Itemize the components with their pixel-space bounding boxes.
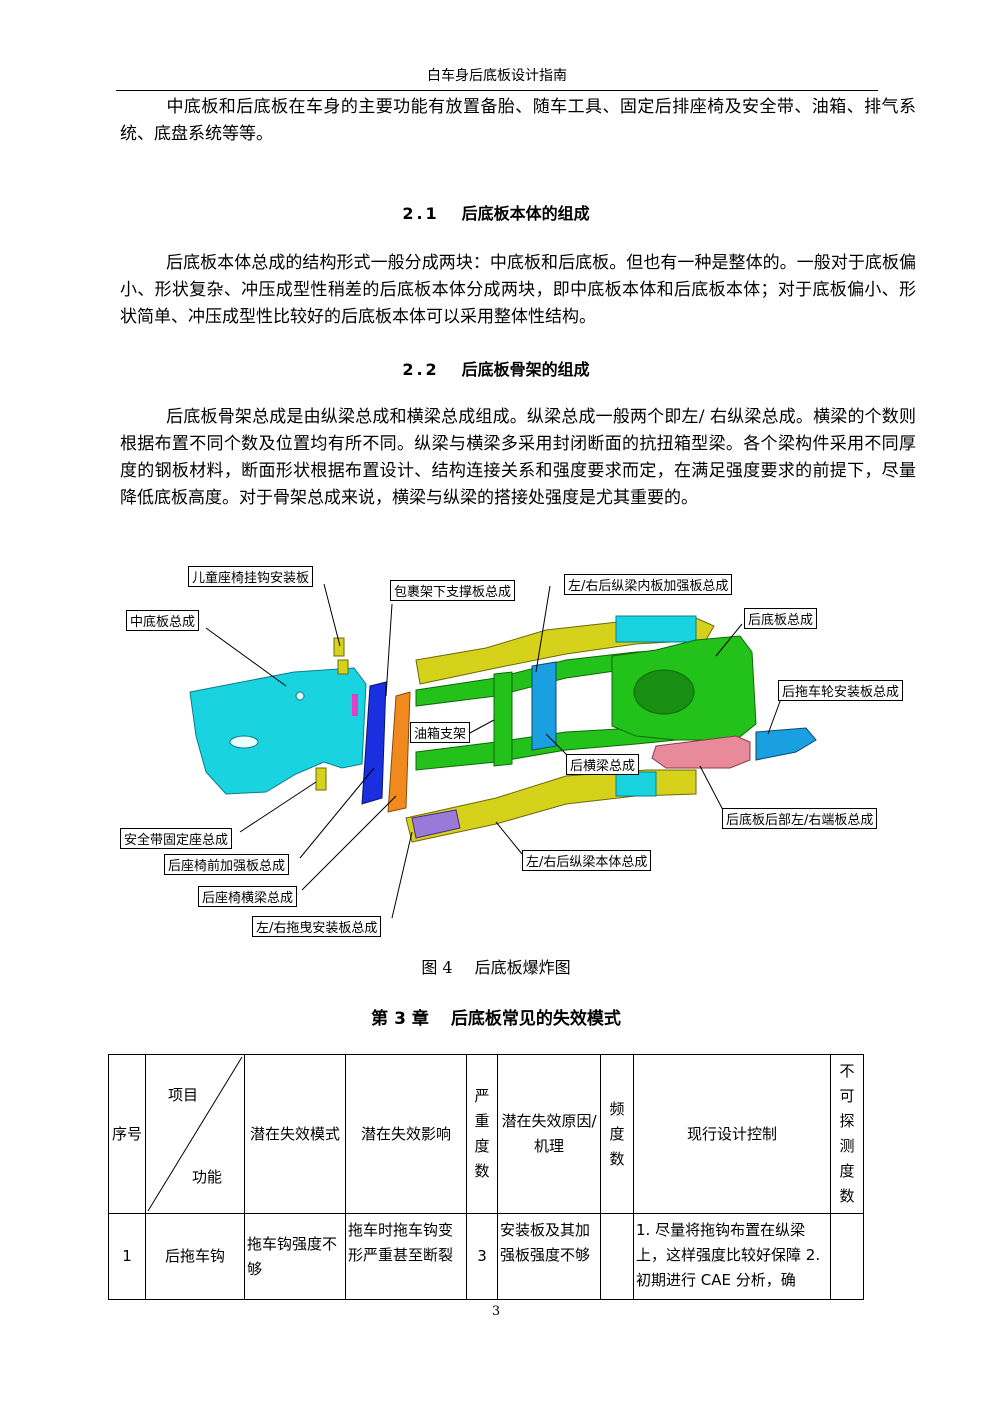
page-number: 3 [491, 1304, 501, 1319]
table-row: 1 后拖车钩 拖车钩强度不够 拖车时拖车钩变形严重甚至断裂 3 安装板及其加强板… [108, 1213, 864, 1300]
leader-lines [205, 583, 783, 919]
leader-line [299, 767, 375, 859]
chapter-title: 后底板常见的失效模式 [450, 1009, 621, 1029]
exploded-view-drawing [189, 583, 817, 919]
cell-severity: 3 [466, 1213, 498, 1300]
rear-crossmember [531, 661, 557, 751]
child-seat-bracket [337, 659, 349, 675]
rail-body-cyan [615, 771, 657, 797]
green-crossmember-front [493, 671, 513, 767]
cell-frequency [600, 1213, 634, 1300]
header-function: 功能 [192, 1168, 223, 1186]
spare-tire-well [633, 669, 695, 715]
label-rail-reinforcement: 左/右后纵梁内板加强板总成 [564, 574, 733, 595]
leader-line [535, 585, 551, 673]
label-fuel-bracket: 油箱支架 [410, 722, 471, 743]
leader-line [767, 695, 783, 735]
header-mode: 潜在失效模式 [244, 1054, 346, 1214]
header-rule [116, 90, 878, 91]
header-effect: 潜在失效影响 [345, 1054, 467, 1214]
cell-control: 1. 尽量将拖钩布置在纵梁上，这样强度比较好保障 2. 初期进行 CAE 分析，… [633, 1213, 831, 1300]
header-seq: 序号 [108, 1054, 146, 1214]
mid-floor-hole [229, 735, 259, 749]
cell-effect: 拖车时拖车钩变形严重甚至断裂 [345, 1213, 467, 1300]
figure-caption-text: 后底板爆炸图 [474, 958, 571, 977]
fmea-table: 序号 项目 功能 潜在失效模式 潜在失效影响 严重度数 潜在失效原因/ 机理 频… [108, 1054, 864, 1300]
chapter-number: 第 3 章 [371, 1009, 429, 1029]
cell-mode: 拖车钩强度不够 [244, 1213, 346, 1300]
exploded-view-figure: 儿童座椅挂钩安装板 包裹架下支撑板总成 左/右后纵梁内板加强板总成 中底板总成 … [116, 556, 920, 948]
label-belt-mount: 安全带固定座总成 [120, 828, 233, 849]
header-severity: 严重度数 [466, 1054, 498, 1214]
cell-seq: 1 [108, 1213, 146, 1300]
paragraph-floor-body: 后底板本体总成的结构形式一般分成两块：中底板和后底板。但也有一种是整体的。一般对… [120, 250, 916, 331]
paragraph-functions: 中底板和后底板在车身的主要功能有放置备胎、随车工具、固定后排座椅及安全带、油箱、… [120, 94, 916, 148]
section-heading-2-1: 2.1 后底板本体的组成 [0, 200, 992, 224]
leader-line [495, 821, 523, 855]
seat-front-reinforcement [361, 681, 387, 805]
leader-line [391, 831, 413, 919]
section-title: 后底板骨架的组成 [461, 360, 590, 379]
rear-end-panel [651, 735, 751, 769]
leader-line [239, 781, 317, 833]
label-tow-wheel: 后拖车轮安装板总成 [778, 680, 904, 701]
label-child-seat: 儿童座椅挂钩安装板 [188, 566, 314, 587]
cell-detection [830, 1213, 864, 1300]
section-heading-2-2: 2.2 后底板骨架的组成 [0, 356, 992, 380]
leader-line [205, 627, 287, 687]
label-rail-body: 左/右后纵梁本体总成 [522, 850, 652, 871]
table-header-row: 序号 项目 功能 潜在失效模式 潜在失效影响 严重度数 潜在失效原因/ 机理 频… [108, 1054, 864, 1214]
diagonal-header-cell: 项目 功能 [146, 1055, 244, 1213]
pink-bracket [352, 694, 358, 716]
label-seat-front-reinforcement: 后座椅前加强板总成 [164, 854, 290, 875]
chapter-heading: 第 3 章 后底板常见的失效模式 [0, 1004, 992, 1029]
figure-caption: 图 4 后底板爆炸图 [0, 954, 992, 978]
header-detection: 不可探测度数 [830, 1054, 864, 1214]
diagonal-line [147, 1056, 243, 1212]
header-cause: 潜在失效原因/ 机理 [497, 1054, 601, 1214]
leader-line [301, 795, 397, 891]
section-title: 后底板本体的组成 [461, 204, 590, 223]
paragraph-functions-text: 中底板和后底板在车身的主要功能有放置备胎、随车工具、固定后排座椅及安全带、油箱、… [120, 97, 916, 144]
leader-line [323, 583, 341, 647]
header-frequency: 频度数 [600, 1054, 634, 1214]
leader-line [699, 765, 725, 813]
tow-hook-bracket [411, 809, 461, 839]
child-seat-bracket [333, 637, 345, 657]
label-package-tray: 包裹架下支撑板总成 [390, 580, 516, 601]
label-rear-floor: 后底板总成 [744, 608, 818, 629]
paragraph-frame-text: 后底板骨架总成是由纵梁总成和横梁总成组成。纵梁总成一般两个即左/ 右纵梁总成。横… [120, 407, 916, 508]
figure-number: 图 4 [421, 958, 453, 977]
section-number: 2.2 [402, 360, 440, 379]
rear-seat-crossmember [387, 691, 411, 813]
paragraph-floor-body-text: 后底板本体总成的结构形式一般分成两块：中底板和后底板。但也有一种是整体的。一般对… [120, 253, 916, 327]
leader-line [385, 603, 393, 697]
mid-floor-panel [189, 667, 367, 795]
section-number: 2.1 [402, 204, 440, 223]
paragraph-frame: 后底板骨架总成是由纵梁总成和横梁总成组成。纵梁总成一般两个即左/ 右纵梁总成。横… [120, 404, 916, 512]
mid-floor-hole [295, 691, 305, 701]
header-control: 现行设计控制 [633, 1054, 831, 1214]
label-tow-hook: 左/右拖曳安装板总成 [252, 916, 382, 937]
cell-function: 后拖车钩 [145, 1213, 245, 1300]
label-rear-crossmember: 后横梁总成 [566, 754, 640, 775]
header-item: 项目 [168, 1086, 199, 1104]
leader-line [467, 719, 495, 735]
leader-line [715, 623, 743, 657]
label-mid-floor: 中底板总成 [126, 610, 200, 631]
label-seat-crossmember: 后座椅横梁总成 [198, 886, 298, 907]
rail-reinforcement-cyan [615, 615, 697, 643]
tow-wheel-plate [755, 727, 817, 761]
label-rear-end-panel: 后底板后部左/右端板总成 [722, 808, 878, 829]
belt-mount-part [315, 767, 327, 791]
page-header: 白车身后底板设计指南 [427, 68, 567, 84]
cell-cause: 安装板及其加强板强度不够 [497, 1213, 601, 1300]
header-item-function: 项目 功能 [145, 1054, 245, 1214]
